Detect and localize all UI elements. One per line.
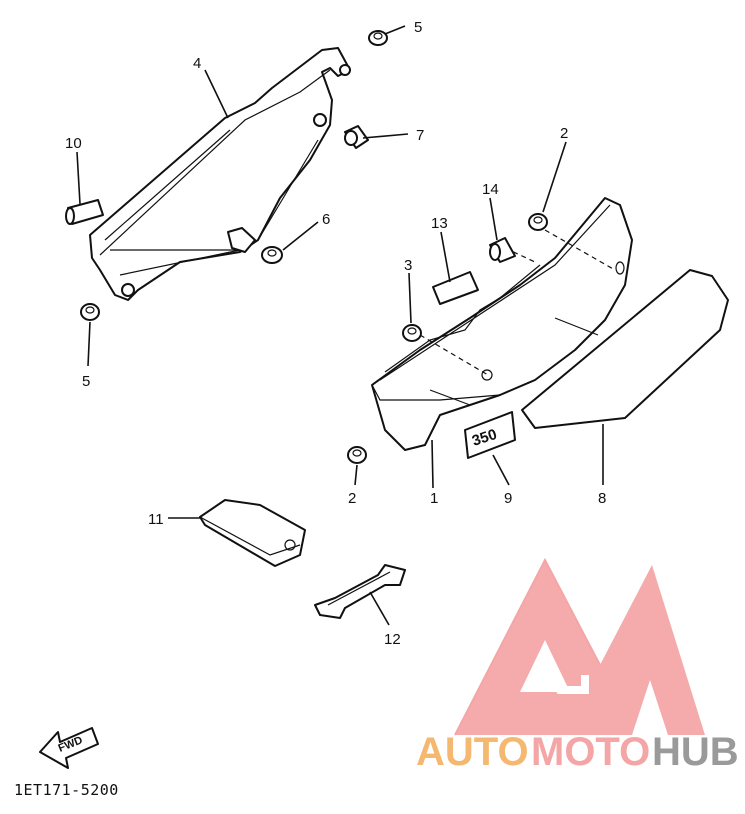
strap-part-12 xyxy=(314,564,406,619)
pad-part-10 xyxy=(65,199,104,225)
callout-8: 8 xyxy=(598,490,606,507)
callout-1: 1 xyxy=(430,490,438,507)
leader-lines xyxy=(76,25,604,626)
damper-part-14 xyxy=(489,237,516,263)
watermark-logo xyxy=(454,557,705,736)
assembly-line xyxy=(419,334,489,376)
callout-14: 14 xyxy=(482,181,499,198)
assembly-line xyxy=(504,247,536,263)
watermark-text: AUTO MOTO HUB xyxy=(416,730,739,774)
callout-6: 6 xyxy=(322,211,330,228)
watermark-hub: HUB xyxy=(652,730,739,774)
assembly-line xyxy=(544,229,616,271)
watermark-auto: AUTO xyxy=(416,730,529,774)
pad-part-13 xyxy=(432,271,479,305)
callout-7: 7 xyxy=(416,127,424,144)
fwd-arrow-icon: FWD xyxy=(39,727,99,769)
side-cover-part-1 xyxy=(371,197,633,451)
grommet-part-5-bottom xyxy=(80,303,100,321)
decal-part-8 xyxy=(521,269,729,429)
watermark-moto: MOTO xyxy=(531,730,650,774)
grommet-part-2-bottom xyxy=(347,446,367,464)
callout-labels: 4 5 7 10 6 5 2 14 13 3 2 1 9 8 11 12 xyxy=(65,19,606,648)
callout-9: 9 xyxy=(504,490,512,507)
callout-5-bottom: 5 xyxy=(82,373,90,390)
damper-part-7 xyxy=(344,125,369,149)
callout-5-top: 5 xyxy=(414,19,422,36)
emblem-text: 350 xyxy=(470,426,499,450)
callout-2-bottom: 2 xyxy=(348,490,356,507)
grommet-part-3 xyxy=(402,324,422,342)
callout-2-top: 2 xyxy=(560,125,568,142)
callout-4: 4 xyxy=(193,55,201,72)
callout-3: 3 xyxy=(404,257,412,274)
grommet-part-5-top xyxy=(368,30,388,46)
frame-bracket-part-4 xyxy=(89,47,351,301)
callout-12: 12 xyxy=(384,631,401,648)
callout-11: 11 xyxy=(148,511,164,528)
grommet-part-2-top xyxy=(528,213,548,231)
tool-case-part-11 xyxy=(199,499,306,567)
callout-10: 10 xyxy=(65,135,82,152)
callout-13: 13 xyxy=(431,215,448,232)
diagram-code: 1ET171-5200 xyxy=(14,781,119,799)
emblem-part-9: 350 xyxy=(464,411,516,459)
grommet-part-6 xyxy=(261,246,283,264)
